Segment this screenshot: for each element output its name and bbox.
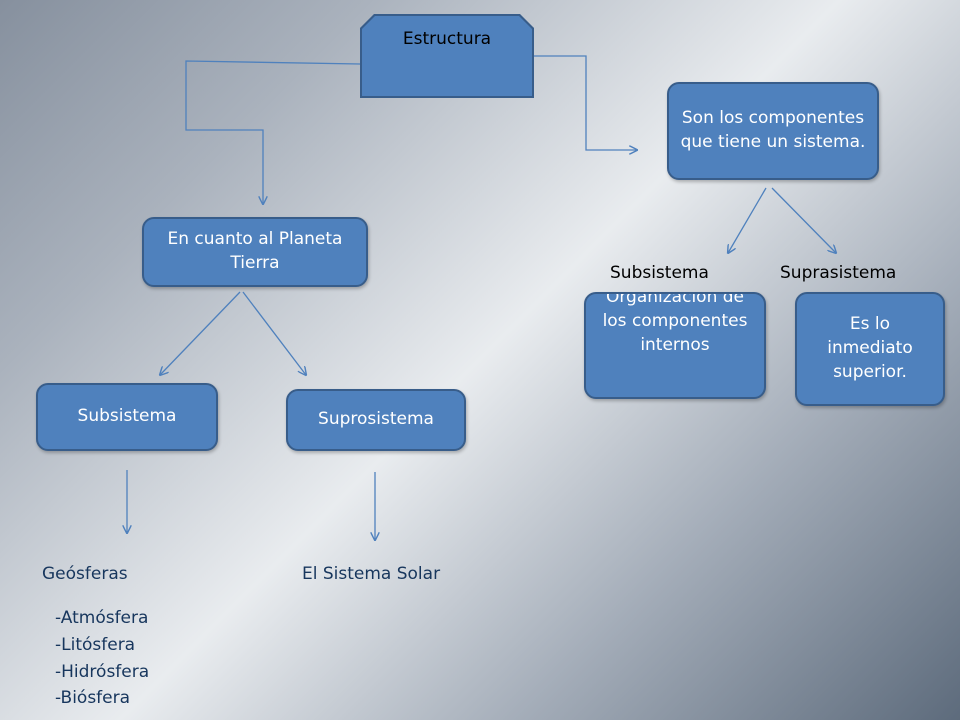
node-estructura-inner: Estructura — [362, 16, 532, 96]
node-planeta: En cuanto al Planeta Tierra — [142, 217, 368, 287]
label-subsistema: Subsistema — [610, 263, 709, 283]
arrow-planeta-subsistema — [160, 291, 241, 375]
def-subsistema-text: Organización de los componentes internos — [602, 292, 748, 355]
planeta-suprosistema-text: Suprosistema — [318, 409, 434, 430]
label-geosferas: Geósferas — [42, 564, 128, 584]
arrow-definition-subsistema — [728, 187, 767, 253]
def-suprasistema-text: Es lo inmediato superior. — [827, 314, 913, 382]
node-planeta-suprosistema: Suprosistema — [286, 389, 466, 451]
geosfera-item: -Atmósfera — [55, 608, 149, 628]
geosfera-item: -Litósfera — [55, 634, 136, 655]
arrow-estructura-planeta — [185, 60, 361, 204]
arrow-definition-suprasistema — [771, 187, 836, 253]
node-planeta-subsistema: Subsistema — [36, 383, 218, 451]
geosfera-item: -Biósfera — [55, 688, 131, 709]
label-sistema-solar: El Sistema Solar — [302, 564, 441, 584]
label-suprasistema: Suprasistema — [780, 263, 897, 283]
arrow-planeta-suprosistema — [242, 291, 306, 375]
estructura-text: Estructura — [402, 29, 492, 50]
planeta-text: En cuanto al Planeta Tierra — [167, 229, 343, 273]
node-definition: Son los componentes que tiene un sistema… — [667, 82, 879, 180]
arrow-estructura-definition — [534, 55, 637, 150]
planeta-subsistema-text: Subsistema — [77, 406, 177, 427]
geosfera-item: -Hidrósfera — [55, 661, 150, 682]
node-def-subsistema: Organización de los componentes internos — [584, 292, 766, 399]
node-def-suprasistema: Es lo inmediato superior. — [795, 292, 945, 406]
geosferas-list: -Atmósfera -Litósfera -Hidrósfera -Biósf… — [55, 607, 149, 711]
definition-text: Son los componentes que tiene un sistema… — [680, 108, 866, 152]
